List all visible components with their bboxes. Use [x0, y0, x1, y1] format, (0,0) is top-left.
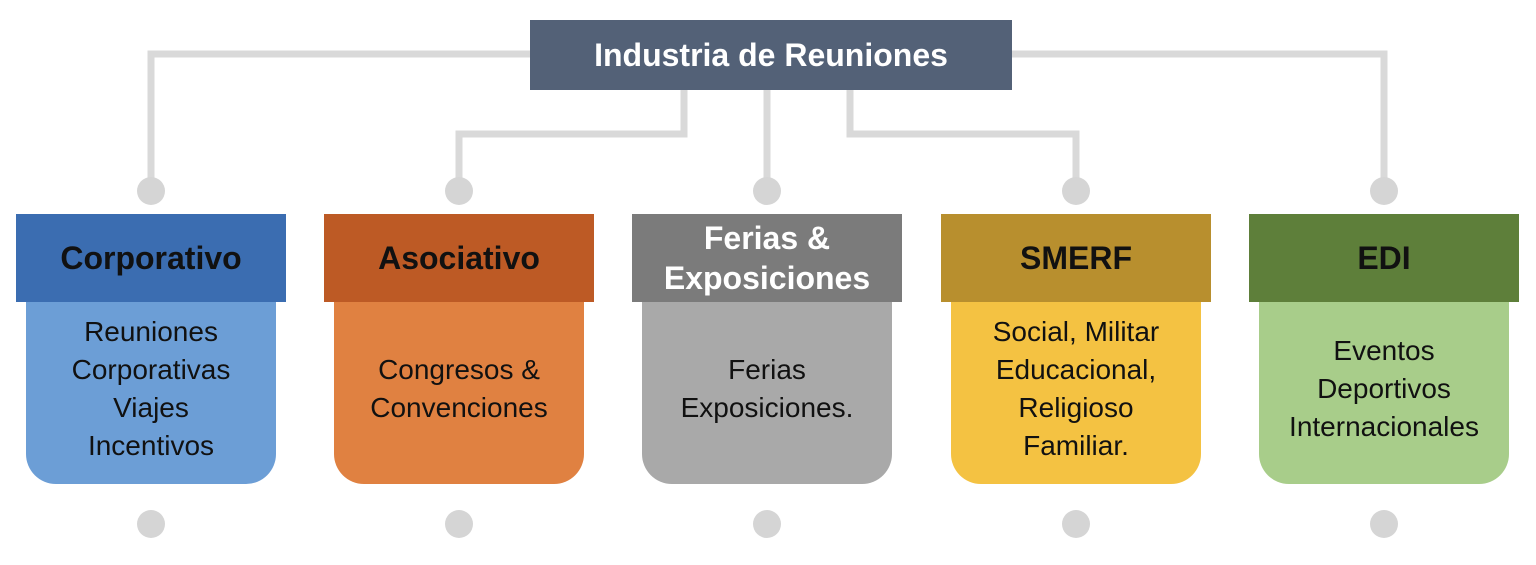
category-header: Corporativo — [16, 214, 286, 302]
category-item: Social, Militar — [992, 316, 1160, 347]
category-item: Convenciones — [370, 392, 548, 423]
category-item: Congresos & — [378, 354, 540, 385]
category-item: Deportivos — [1317, 373, 1451, 404]
category-item: Eventos — [1333, 335, 1435, 366]
connector-asociativo — [455, 90, 688, 190]
category-item: Viajes — [113, 392, 189, 423]
category-header: Asociativo — [324, 214, 594, 302]
category-item: Incentivos — [87, 430, 215, 461]
category-card-asociativo: Congresos & Convenciones Asociativo — [324, 214, 594, 486]
bottom-dot — [1062, 510, 1090, 538]
bottom-dot — [1370, 510, 1398, 538]
bottom-dot — [445, 510, 473, 538]
category-card-smerf: Social, Militar Educacional, Religioso F… — [941, 214, 1211, 486]
category-title: Ferias & — [703, 220, 831, 256]
connector-dot — [1062, 177, 1090, 205]
connector-smerf — [846, 90, 1080, 190]
root-node: Industria de Reuniones — [530, 20, 1012, 90]
bottom-dot — [137, 510, 165, 538]
connector-edi — [1012, 50, 1388, 190]
category-header: SMERF — [941, 214, 1211, 302]
category-card-ferias: Ferias Exposiciones. Ferias & Exposicion… — [632, 214, 902, 486]
bottom-dot — [753, 510, 781, 538]
connector-dot — [137, 177, 165, 205]
category-item: Educacional, — [995, 354, 1157, 385]
category-item: Corporativas — [71, 354, 231, 385]
category-item: Internacionales — [1289, 411, 1479, 442]
category-card-corporativo: Reuniones Corporativas Viajes Incentivos… — [16, 214, 286, 486]
category-item: Ferias — [728, 354, 806, 385]
root-title: Industria de Reuniones — [594, 36, 948, 73]
category-title: Exposiciones — [663, 260, 871, 296]
category-item: Exposiciones. — [680, 392, 854, 423]
category-header: EDI — [1249, 214, 1519, 302]
category-item: Familiar. — [1023, 430, 1129, 461]
category-title: Corporativo — [60, 240, 242, 276]
category-title: Asociativo — [378, 240, 540, 276]
connector-dot — [1370, 177, 1398, 205]
category-title: EDI — [1357, 240, 1411, 276]
connector-dot — [753, 177, 781, 205]
connector-dot — [445, 177, 473, 205]
category-item: Reuniones — [84, 316, 218, 347]
connector-corporativo — [147, 50, 530, 190]
category-header: Ferias & Exposiciones — [632, 214, 902, 302]
category-title: SMERF — [1020, 240, 1132, 276]
category-card-edi: Eventos Deportivos Internacionales EDI — [1249, 214, 1519, 486]
category-item: Religioso — [1018, 392, 1134, 423]
